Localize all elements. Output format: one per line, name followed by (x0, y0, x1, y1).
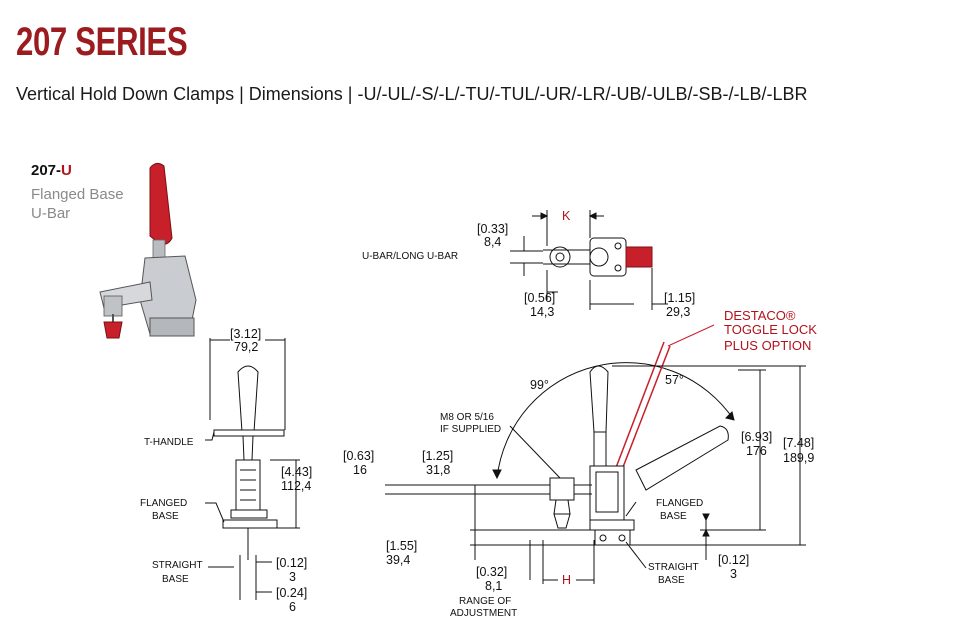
dim-056-mm: 14,3 (530, 305, 554, 319)
dim-748-in: [7.48] (783, 436, 814, 450)
dim-063-in: [0.63] (343, 449, 374, 463)
side-view-dims: 99° 57° DESTACO® TOGGLE LOCK PLUS OPTION… (343, 308, 817, 619)
side-view (385, 324, 806, 584)
page-title: 207 SERIES (16, 20, 188, 64)
m8-label-1: M8 OR 5/16 (440, 412, 494, 423)
dim-312-mm: 79,2 (234, 340, 258, 354)
page-subtitle: Vertical Hold Down Clamps | Dimensions |… (16, 84, 808, 104)
top-view: U-BAR/LONG U-BAR K (362, 209, 668, 310)
top-view-dims: [0.33] 8,4 [0.56] 14,3 [1.15] 29,3 (477, 222, 695, 319)
toggle-lock-label-3: PLUS OPTION (724, 338, 811, 353)
toggle-lock-label-2: TOGGLE LOCK (724, 322, 817, 337)
dim-125-in: [1.25] (422, 449, 453, 463)
model-prefix: 207- (31, 162, 62, 179)
straight-base-label-1: STRAIGHT (152, 560, 203, 571)
k-label: K (562, 209, 571, 223)
dim-032-in: [0.32] (476, 565, 507, 579)
angle-57-label: 57° (665, 373, 684, 387)
dim-115-mm: 29,3 (666, 305, 690, 319)
product-base-type: Flanged Base (31, 186, 124, 203)
dim-012-in: [0.12] (276, 556, 307, 570)
m8-label-2: IF SUPPLIED (440, 424, 501, 435)
flanged-base-side-label-1: FLANGED (656, 498, 703, 509)
dim-443-in: [4.43] (281, 465, 312, 479)
dim-155-in: [1.55] (386, 539, 417, 553)
range-label-1: RANGE OF (459, 596, 511, 607)
dim-312-in: [3.12] (230, 327, 261, 341)
u-bar-label: U-BAR/LONG U-BAR (362, 251, 458, 262)
front-view-dims: [3.12] 79,2 T-HANDLE [4.43] 112,4 FLANGE… (140, 327, 312, 614)
dim-033-mm: 8,4 (484, 235, 501, 249)
model-suffix: U (61, 162, 72, 179)
dim-012b-in: [0.12] (718, 553, 749, 567)
flanged-base-label-2: BASE (152, 511, 179, 522)
dim-033-in: [0.33] (477, 222, 508, 236)
straight-base-side-label-2: BASE (658, 575, 685, 586)
dim-012b-mm: 3 (730, 567, 737, 581)
angle-99-label: 99° (530, 378, 549, 392)
dim-155-mm: 39,4 (386, 553, 410, 567)
straight-base-label-2: BASE (162, 574, 189, 585)
dim-693-in: [6.93] (741, 430, 772, 444)
dim-443-mm: 112,4 (281, 479, 311, 493)
dim-748-mm: 189,9 (783, 451, 814, 465)
dim-012-mm: 3 (289, 570, 296, 584)
range-label-2: ADJUSTMENT (450, 608, 517, 619)
t-handle-label: T-HANDLE (144, 437, 194, 448)
straight-base-side-label-1: STRAIGHT (648, 562, 699, 573)
toggle-lock-label-1: DESTACO® (724, 308, 796, 323)
dim-115-in: [1.15] (664, 291, 695, 305)
front-view (205, 338, 300, 600)
dim-056-in: [0.56] (524, 291, 555, 305)
model-number: 207-U (31, 162, 72, 179)
dim-693-mm: 176 (746, 444, 767, 458)
dim-063-mm: 16 (353, 463, 367, 477)
product-bar-type: U-Bar (31, 205, 71, 222)
h-label: H (562, 573, 571, 587)
product-photo (99, 162, 197, 339)
flanged-base-label-1: FLANGED (140, 498, 187, 509)
dim-024-in: [0.24] (276, 586, 307, 600)
flanged-base-side-label-2: BASE (660, 511, 687, 522)
dim-024-mm: 6 (289, 600, 296, 614)
dim-032-mm: 8,1 (485, 579, 502, 593)
dim-125-mm: 31,8 (426, 463, 450, 477)
